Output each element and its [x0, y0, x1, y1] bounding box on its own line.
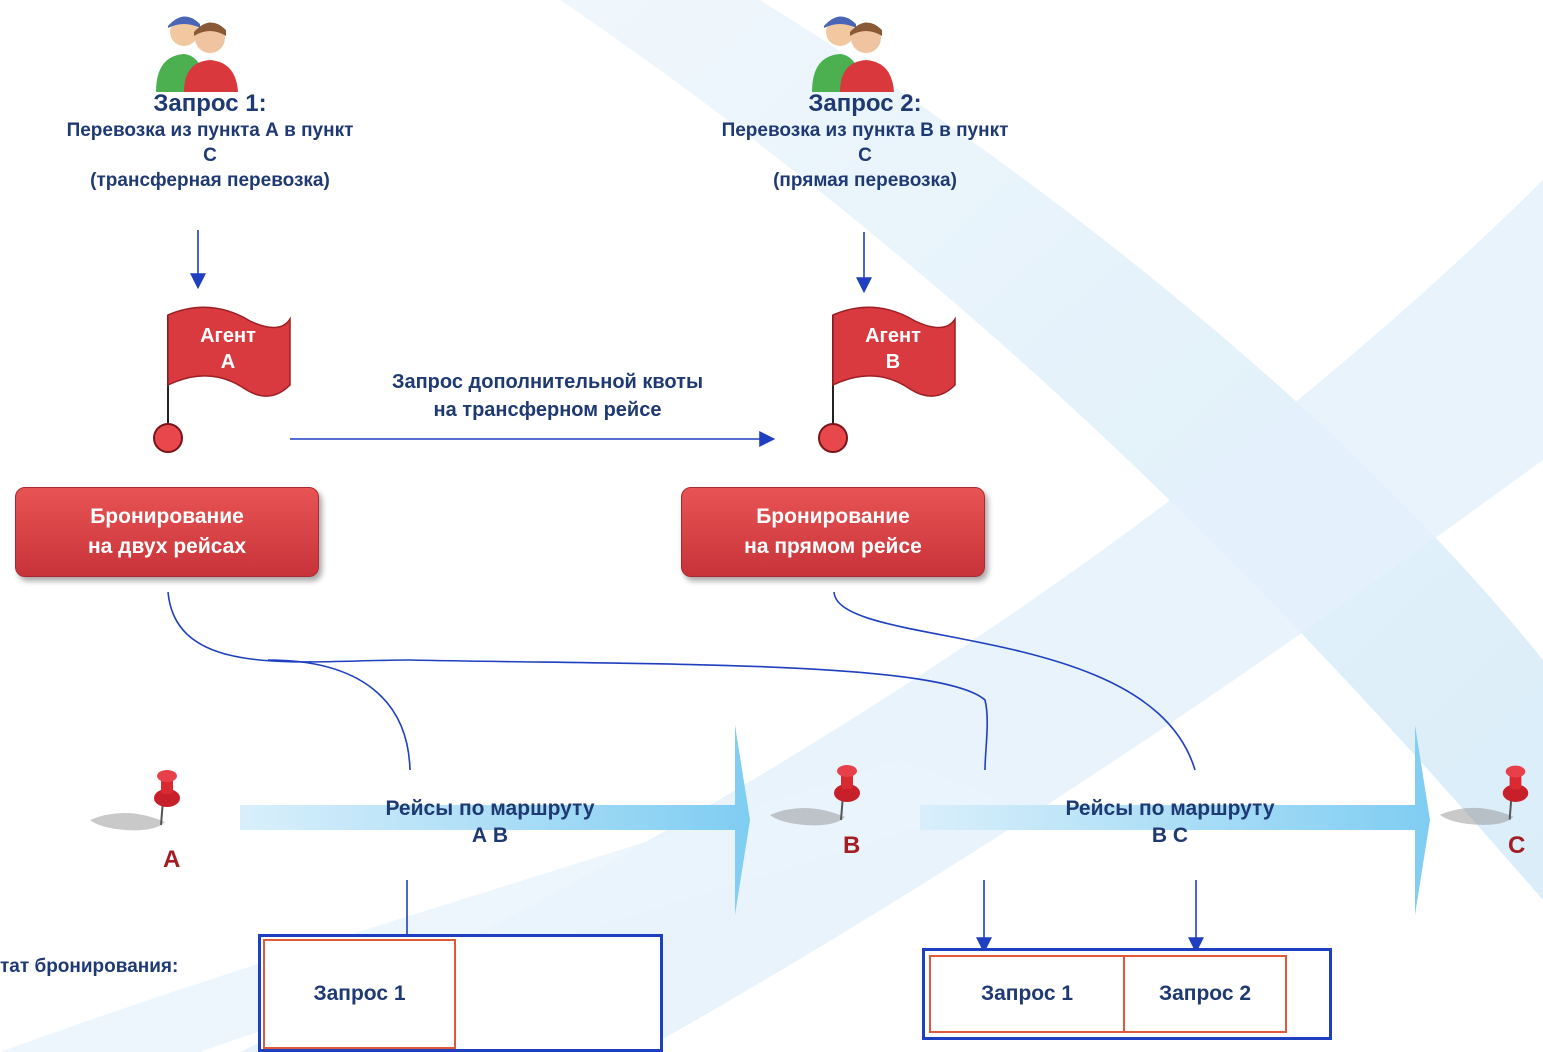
route-ab-line1: Рейсы по маршруту: [385, 797, 595, 820]
pushpin-icon: [770, 765, 860, 826]
result-cell-request-2: Запрос 2: [1123, 955, 1287, 1033]
agent-b-line1: Агент: [865, 325, 921, 347]
point-c-label: С: [1508, 832, 1526, 859]
flag-icon: [818, 306, 956, 453]
route-arrow-bc: [920, 725, 1430, 915]
route-ab-line2: А В: [471, 824, 509, 847]
agent-a-line1: Агент: [200, 325, 256, 347]
flag-icon: [153, 306, 291, 453]
route-arrow-ab: [240, 725, 750, 915]
request-1-line3: (трансферная перевозка): [90, 170, 330, 191]
request-1-line1: Перевозка из пункта А в пункт: [66, 120, 354, 141]
result-box-2: Запрос 1 Запрос 2: [922, 948, 1332, 1040]
booking-2-line2: на прямом рейсе: [744, 535, 922, 558]
point-a-label: А: [163, 846, 181, 873]
agent-a-label: Агент А: [178, 323, 278, 375]
route-bc-line2: В С: [1151, 824, 1189, 847]
request-2-line3: (прямая перевозка): [773, 170, 957, 191]
booking-1-line1: Бронирование: [90, 505, 244, 528]
quota-request-line1: Запрос дополнительной квоты: [391, 371, 704, 393]
request-2-text: Запрос 2: Перевозка из пункта В в пункт …: [660, 90, 1070, 193]
result-cell-request-1: Запрос 1: [929, 955, 1125, 1033]
point-b-label: В: [843, 832, 861, 859]
pushpin-icon: [90, 770, 180, 831]
request-2-title: Запрос 2:: [808, 90, 922, 117]
people-icon: [156, 16, 238, 92]
quota-request-line2: на трансферном рейсе: [433, 399, 662, 421]
request-1-text: Запрос 1: Перевозка из пункта А в пункт …: [0, 90, 420, 193]
request-2-line1: Перевозка из пункта В в пункт: [721, 120, 1009, 141]
booking-2-line1: Бронирование: [756, 505, 910, 528]
quota-request-label: Запрос дополнительной квоты на трансферн…: [315, 368, 780, 424]
booking-1-line2: на двух рейсах: [87, 535, 247, 558]
result-label: тат бронирования:: [0, 956, 179, 977]
request-1-title: Запрос 1:: [153, 90, 267, 117]
booking-direct-flight: Бронирование на прямом рейсе: [681, 487, 985, 577]
request-2-line2: С: [858, 145, 872, 166]
result-cell-request-1: Запрос 1: [263, 939, 456, 1049]
people-icon: [812, 16, 894, 92]
request-1-line2: С: [203, 145, 217, 166]
route-bc-label: Рейсы по маршруту В С: [980, 795, 1360, 849]
agent-b-line2: В: [885, 351, 901, 373]
agent-b-label: Агент В: [843, 323, 943, 375]
route-bc-line1: Рейсы по маршруту: [1065, 797, 1275, 820]
route-ab-label: Рейсы по маршруту А В: [300, 795, 680, 849]
booking-two-flights: Бронирование на двух рейсах: [15, 487, 319, 577]
pushpin-icon: [1439, 765, 1529, 825]
result-box-1: Запрос 1: [258, 934, 663, 1052]
agent-a-line2: А: [220, 351, 236, 373]
